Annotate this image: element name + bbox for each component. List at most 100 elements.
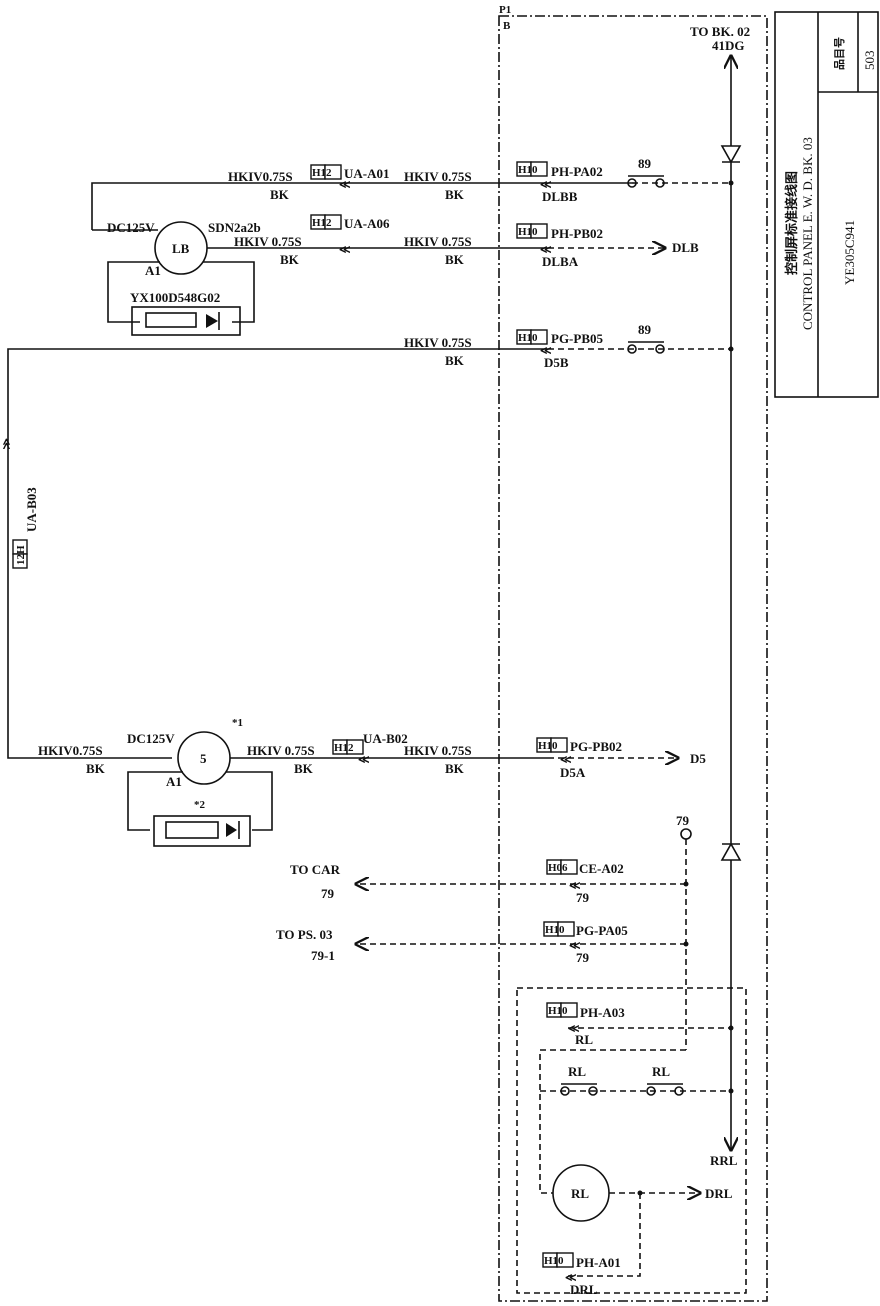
plug-h10: H10 [544, 1255, 564, 1267]
lamp-lb-name: LB [172, 241, 190, 256]
wire-label: HKIV 0.75S [234, 234, 302, 249]
panel-boundary: P1 B [498, 4, 768, 1302]
plug-h10: H10 [518, 226, 538, 238]
lamp-5-note1: *1 [232, 717, 243, 729]
wire-label: HKIV 0.75S [404, 234, 472, 249]
lamp-5-name: 5 [200, 751, 207, 766]
row-ua-a01: HKIV0.75S BK H12 UA-A01 HKIV 0.75S BK ≪ … [91, 156, 731, 230]
plug-h10: H10 [548, 1005, 568, 1017]
pin-mark: ≪ [540, 179, 552, 191]
signal-drl-bottom: DRL [570, 1282, 598, 1297]
plug-h12: H12 [312, 217, 332, 229]
wire-bk: BK [270, 187, 290, 202]
svg-text:UA-B03: UA-B03 [24, 487, 39, 532]
lamp-lb: LB DC125V SDN2a2b A1 YX100D548G02 [92, 220, 261, 336]
contact-rl-a: RL [560, 1064, 598, 1096]
lamp-lb-terminal: A1 [145, 263, 161, 278]
plug-h12: H12 [334, 742, 354, 754]
signal-dlb: DLB [672, 240, 699, 255]
row-pg-pb05: HKIV 0.75S BK H10 PG-PB05 ≪ D5B 89 ≪ 12H… [0, 322, 731, 759]
lamp-lb-module: YX100D548G02 [130, 290, 220, 305]
title-block: 控制屏标准接线图 CONTROL PANEL E. W. D. BK. 03 品… [774, 11, 879, 398]
row-pg-pa05: H10 PG-PA05 ≪ 79 TO PS. 03 79-1 [276, 921, 686, 965]
connector-ua-a06: UA-A06 [344, 216, 390, 231]
wire-label: HKIV0.75S [38, 743, 103, 758]
panel-p1-label: P1 [499, 4, 511, 16]
diode-lower [720, 842, 742, 861]
pin-mark: ≪ [569, 880, 581, 892]
wire-bk: BK [280, 252, 300, 267]
signal-d5: D5 [690, 751, 706, 766]
svg-text:89: 89 [638, 156, 652, 171]
signal-79: 79 [576, 950, 590, 965]
to-41dg-label: 41DG [712, 38, 745, 53]
pin-mark: ≪ [339, 179, 351, 191]
title-cn: 控制屏标准接线图 [784, 171, 799, 275]
title-en: CONTROL PANEL E. W. D. BK. 03 [800, 137, 815, 330]
pin-mark: ≪ [540, 244, 552, 256]
connector-ce-a02: CE-A02 [579, 861, 624, 876]
pin-mark: ≪ [569, 940, 581, 952]
lamp-lb-part: SDN2a2b [208, 220, 261, 235]
connector-pg-pb02: PG-PB02 [570, 739, 622, 754]
contact-rl-b: RL [646, 1064, 684, 1096]
pin-mark: ≪ [339, 244, 351, 256]
plug-h10: H10 [518, 332, 538, 344]
to-ps-label: TO PS. 03 [276, 927, 333, 942]
terminal-79-label: 79 [676, 813, 690, 828]
lamp-lb-voltage: DC125V [107, 220, 155, 235]
connector-ua-b03: 12H UA-B03 [12, 487, 39, 569]
wire-bk: BK [445, 252, 465, 267]
rl-subunit: H10 PH-A03 ≪ RL RL RL RL DRL H10 [516, 987, 747, 1297]
wire-label: HKIV 0.75S [404, 743, 472, 758]
connector-ph-pa02: PH-PA02 [551, 164, 603, 179]
terminal-79: 79 [676, 813, 692, 1050]
signal-79: 79 [576, 890, 590, 905]
wire-label: HKIV 0.75S [404, 169, 472, 184]
item-no-label: 品目号 [833, 37, 846, 70]
pin-mark: ≪ [560, 754, 572, 766]
svg-text:RL: RL [652, 1064, 670, 1079]
signal-dlbb: DLBB [542, 189, 578, 204]
wire-bk: BK [445, 761, 465, 776]
rrl-label: RRL [710, 1153, 738, 1168]
connector-ph-pb02: PH-PB02 [551, 226, 603, 241]
to-bk02-label: TO BK. 02 [690, 24, 750, 39]
wire-bk: BK [445, 353, 465, 368]
wire-label: HKIV 0.75S [404, 335, 472, 350]
row-ua-a06: H12 UA-A06 HKIV 0.75S BK ≪ HKIV 0.75S BK… [207, 214, 699, 269]
plug-h10: H10 [545, 924, 565, 936]
signal-d5b: D5B [544, 355, 569, 370]
wire-bk: BK [294, 761, 314, 776]
connector-ua-b02: UA-B02 [363, 731, 408, 746]
pin-mark: ≪ [540, 345, 552, 357]
contact-89-a: 89 [627, 156, 665, 188]
pin-mark: ≪ [0, 438, 12, 450]
diode-upper [720, 145, 742, 164]
wire-label: HKIV0.75S [228, 169, 293, 184]
pin-mark: ≪ [568, 1023, 580, 1035]
to-ps-signal: 79-1 [311, 948, 335, 963]
relay-rl-name: RL [571, 1186, 589, 1201]
row-ua-b02: HKIV 0.75S BK H12 UA-B02 ≪ HKIV 0.75S BK… [230, 731, 706, 780]
signal-drl: DRL [705, 1186, 733, 1201]
signal-rl: RL [575, 1032, 593, 1047]
drawing-number: YE305C941 [842, 220, 857, 285]
plug-h12: H12 [312, 167, 332, 179]
lamp-5: 5 DC125V A1 *1 *2 HKIV0.75S BK [38, 717, 273, 847]
signal-dlba: DLBA [542, 254, 579, 269]
svg-text:12H: 12H [15, 545, 27, 565]
plug-h06: H06 [548, 862, 568, 874]
connector-ph-a03: PH-A03 [580, 1005, 625, 1020]
connector-pg-pb05: PG-PB05 [551, 331, 603, 346]
connector-pg-pa05: PG-PA05 [576, 923, 628, 938]
wire-bk: BK [86, 761, 106, 776]
contact-89-b: 89 [627, 322, 665, 354]
lamp-5-note2: *2 [194, 799, 206, 811]
plug-h10: H10 [518, 164, 538, 176]
row-ce-a02: H06 CE-A02 ≪ 79 TO CAR 79 [290, 859, 686, 905]
to-car-signal: 79 [321, 886, 335, 901]
panel-b-label: B [503, 20, 511, 32]
wire-label: HKIV 0.75S [247, 743, 315, 758]
